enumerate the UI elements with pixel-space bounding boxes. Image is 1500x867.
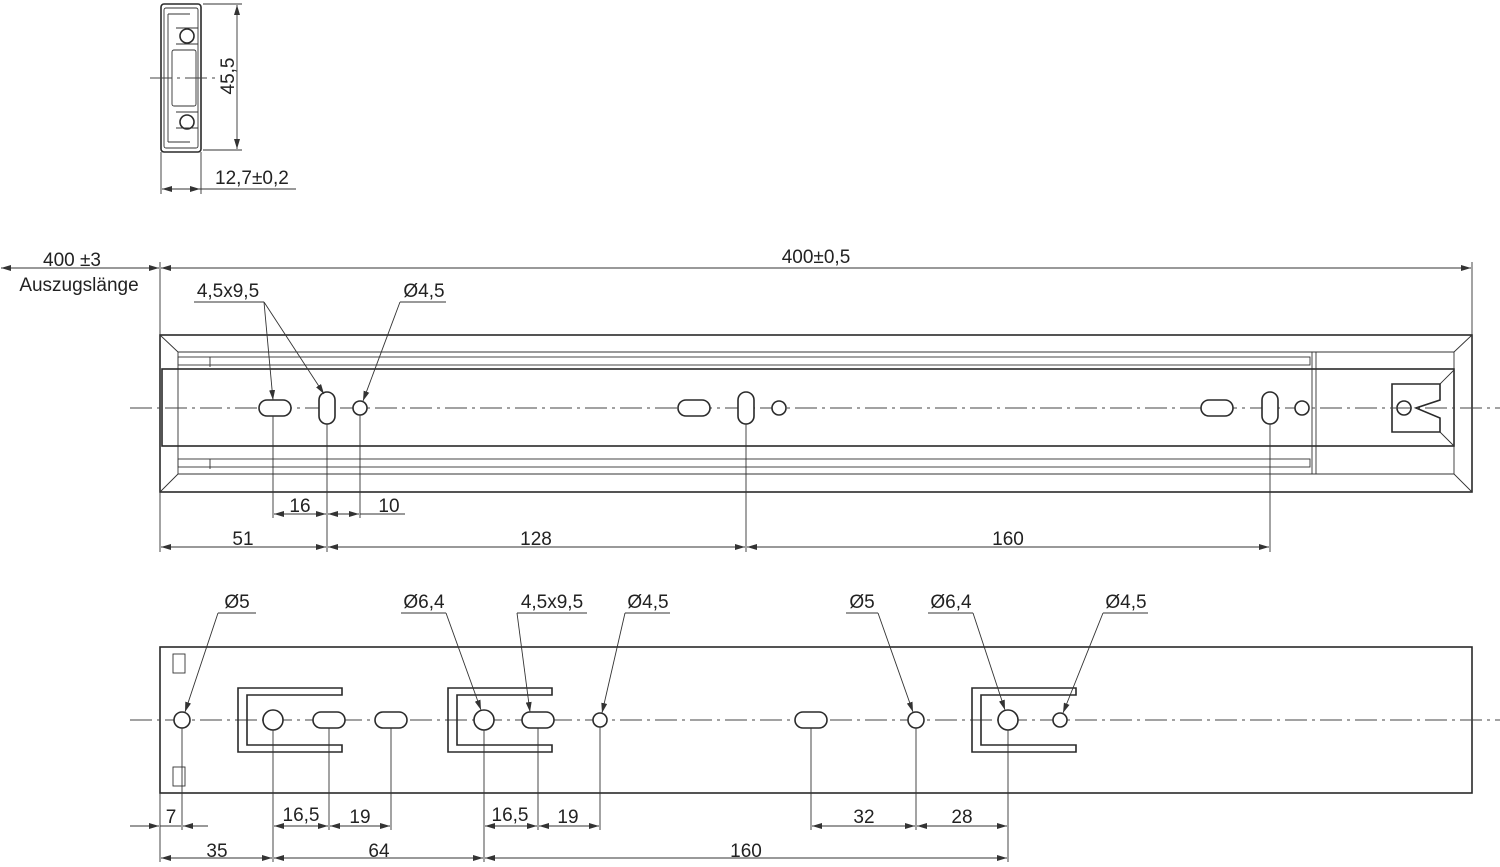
hole (173, 711, 191, 729)
callout-leader (445, 612, 482, 711)
hole (1294, 400, 1310, 416)
bracket-frame (237, 687, 343, 753)
vertical-slot (318, 391, 336, 425)
ball-cage-bottom (177, 458, 1311, 468)
callout-leader (877, 612, 914, 713)
hole (592, 712, 608, 728)
dim-10-label: 10 (378, 496, 399, 517)
extension-length-label: Auszugslänge (19, 275, 138, 296)
callout-leader (1062, 612, 1104, 714)
dim-128-label: 128 (520, 529, 552, 550)
hole (262, 709, 284, 731)
callout-leader (972, 612, 1006, 711)
dim-7-label: 7 (166, 807, 177, 828)
horizontal-slot (794, 711, 828, 729)
vertical-slot (737, 391, 755, 425)
hole (997, 709, 1019, 731)
slot-callout: 4,5x9,5 (197, 281, 259, 302)
hole (771, 400, 787, 416)
outer-rail (159, 334, 1473, 493)
ball-cage-top (177, 356, 1311, 366)
section-view: 45,5 12,7±0,2 (150, 3, 296, 194)
disconnect-lever (1391, 383, 1441, 433)
hole-callout: Ø6,4 (930, 592, 972, 613)
dim-160-label: 160 (992, 529, 1024, 550)
top-view: 400 ±3 Auszugslänge 400±0,5 4,5x9,5 (1, 247, 1500, 552)
dim-19-label: 19 (557, 807, 578, 828)
hole-leader (362, 301, 401, 402)
section-ball-top (179, 28, 195, 44)
section-ball-retainers (176, 27, 198, 129)
extension-length-value: 400 ±3 (43, 250, 101, 271)
inner-rail-stop (1311, 352, 1317, 474)
hole-callout: Ø4,5 (403, 281, 444, 302)
horizontal-slot (1200, 399, 1234, 417)
bracket-frame (971, 687, 1077, 753)
dim-28-label: 28 (951, 807, 972, 828)
hole-callout: Ø5 (849, 592, 874, 613)
dim-16-5-label: 16,5 (283, 805, 320, 826)
dim-64-label: 64 (368, 841, 390, 862)
hole (1052, 712, 1068, 728)
width-dim-label: 12,7±0,2 (215, 168, 289, 189)
horizontal-slot (258, 399, 292, 417)
dim-16-5-label: 16,5 (492, 805, 529, 826)
hole-callout: Ø5 (224, 592, 249, 613)
hole-callout: Ø4,5 (1105, 592, 1146, 613)
outer-rail-bevel (159, 334, 1473, 493)
tab-slot-top (172, 653, 186, 674)
hole-callout: Ø6,4 (403, 592, 445, 613)
dim-160-label: 160 (730, 841, 762, 862)
overall-length-label: 400±0,5 (782, 247, 851, 268)
horizontal-slot (677, 399, 711, 417)
hole (907, 711, 925, 729)
hole (352, 400, 368, 416)
callout-leader (601, 612, 626, 714)
callout-leader (184, 612, 219, 713)
lever-arms (1439, 369, 1455, 447)
dim-16-label: 16 (289, 496, 310, 517)
slot-leader (263, 301, 276, 401)
bracket-frame (447, 687, 553, 753)
section-ball-bottom (179, 114, 195, 130)
dim-35-label: 35 (206, 841, 227, 862)
dim-51-label: 51 (232, 529, 253, 550)
horizontal-slot (312, 711, 346, 729)
inner-rail (161, 368, 1455, 447)
tab-slot-bottom (172, 766, 186, 787)
callout-leader (516, 612, 532, 713)
slot-leader (263, 301, 325, 395)
vertical-slot (1261, 391, 1279, 425)
slot-callout: 4,5x9,5 (521, 592, 583, 613)
height-dim-label: 45,5 (218, 58, 239, 95)
bottom-view: Ø5 Ø6,4 4,5x9,5 Ø4,5 Ø5 Ø6,4 Ø4,5 (130, 592, 1500, 862)
hole (473, 709, 495, 731)
horizontal-slot (521, 711, 555, 729)
hole-callout: Ø4,5 (627, 592, 668, 613)
dim-32-label: 32 (853, 807, 874, 828)
horizontal-slot (374, 711, 408, 729)
dim-19-label: 19 (349, 807, 370, 828)
